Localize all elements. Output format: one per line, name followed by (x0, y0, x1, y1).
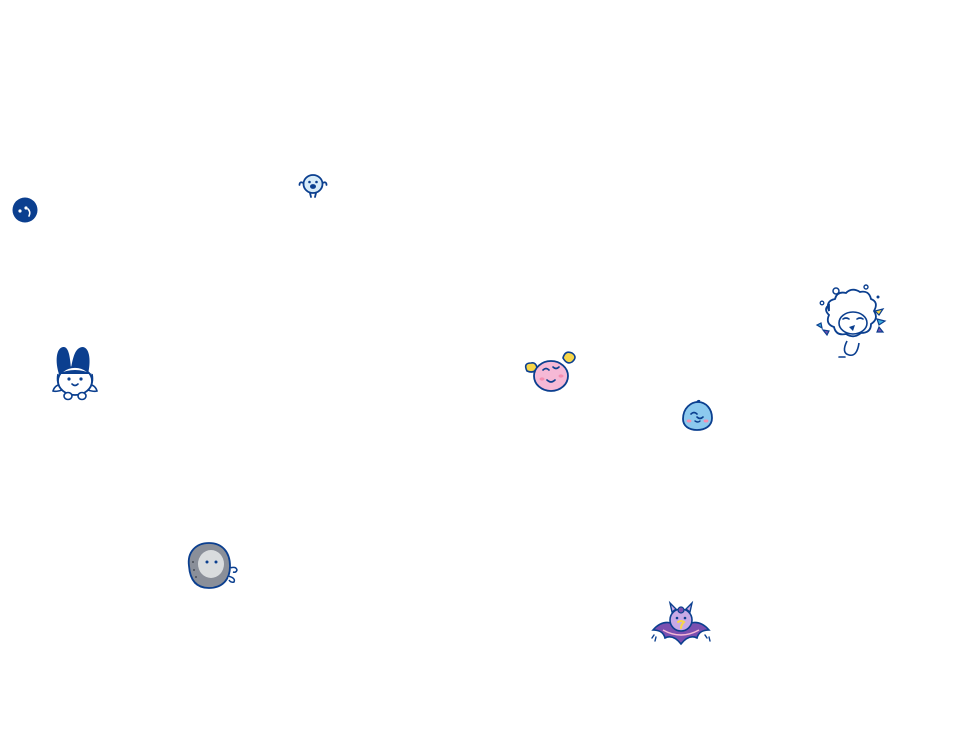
fluffy-sheep-character[interactable] (815, 283, 889, 365)
small-ghost-icon (298, 174, 328, 198)
bunny-character[interactable] (50, 344, 100, 402)
navy-blob-icon (12, 197, 38, 223)
pink-pigtails-icon (524, 351, 576, 392)
navy-blob-character[interactable] (11, 196, 39, 224)
fluffy-sheep-icon (815, 284, 887, 358)
blue-drop-character[interactable] (679, 399, 715, 432)
small-ghost-character[interactable] (298, 171, 328, 199)
purple-bat-character[interactable] (649, 600, 713, 650)
grey-rock-character[interactable] (184, 540, 242, 592)
blue-drop-icon (682, 399, 713, 431)
bunny-icon (52, 346, 98, 401)
pink-pigtails-character[interactable] (522, 349, 578, 395)
grey-rock-icon (187, 542, 238, 589)
purple-bat-icon (651, 600, 711, 646)
